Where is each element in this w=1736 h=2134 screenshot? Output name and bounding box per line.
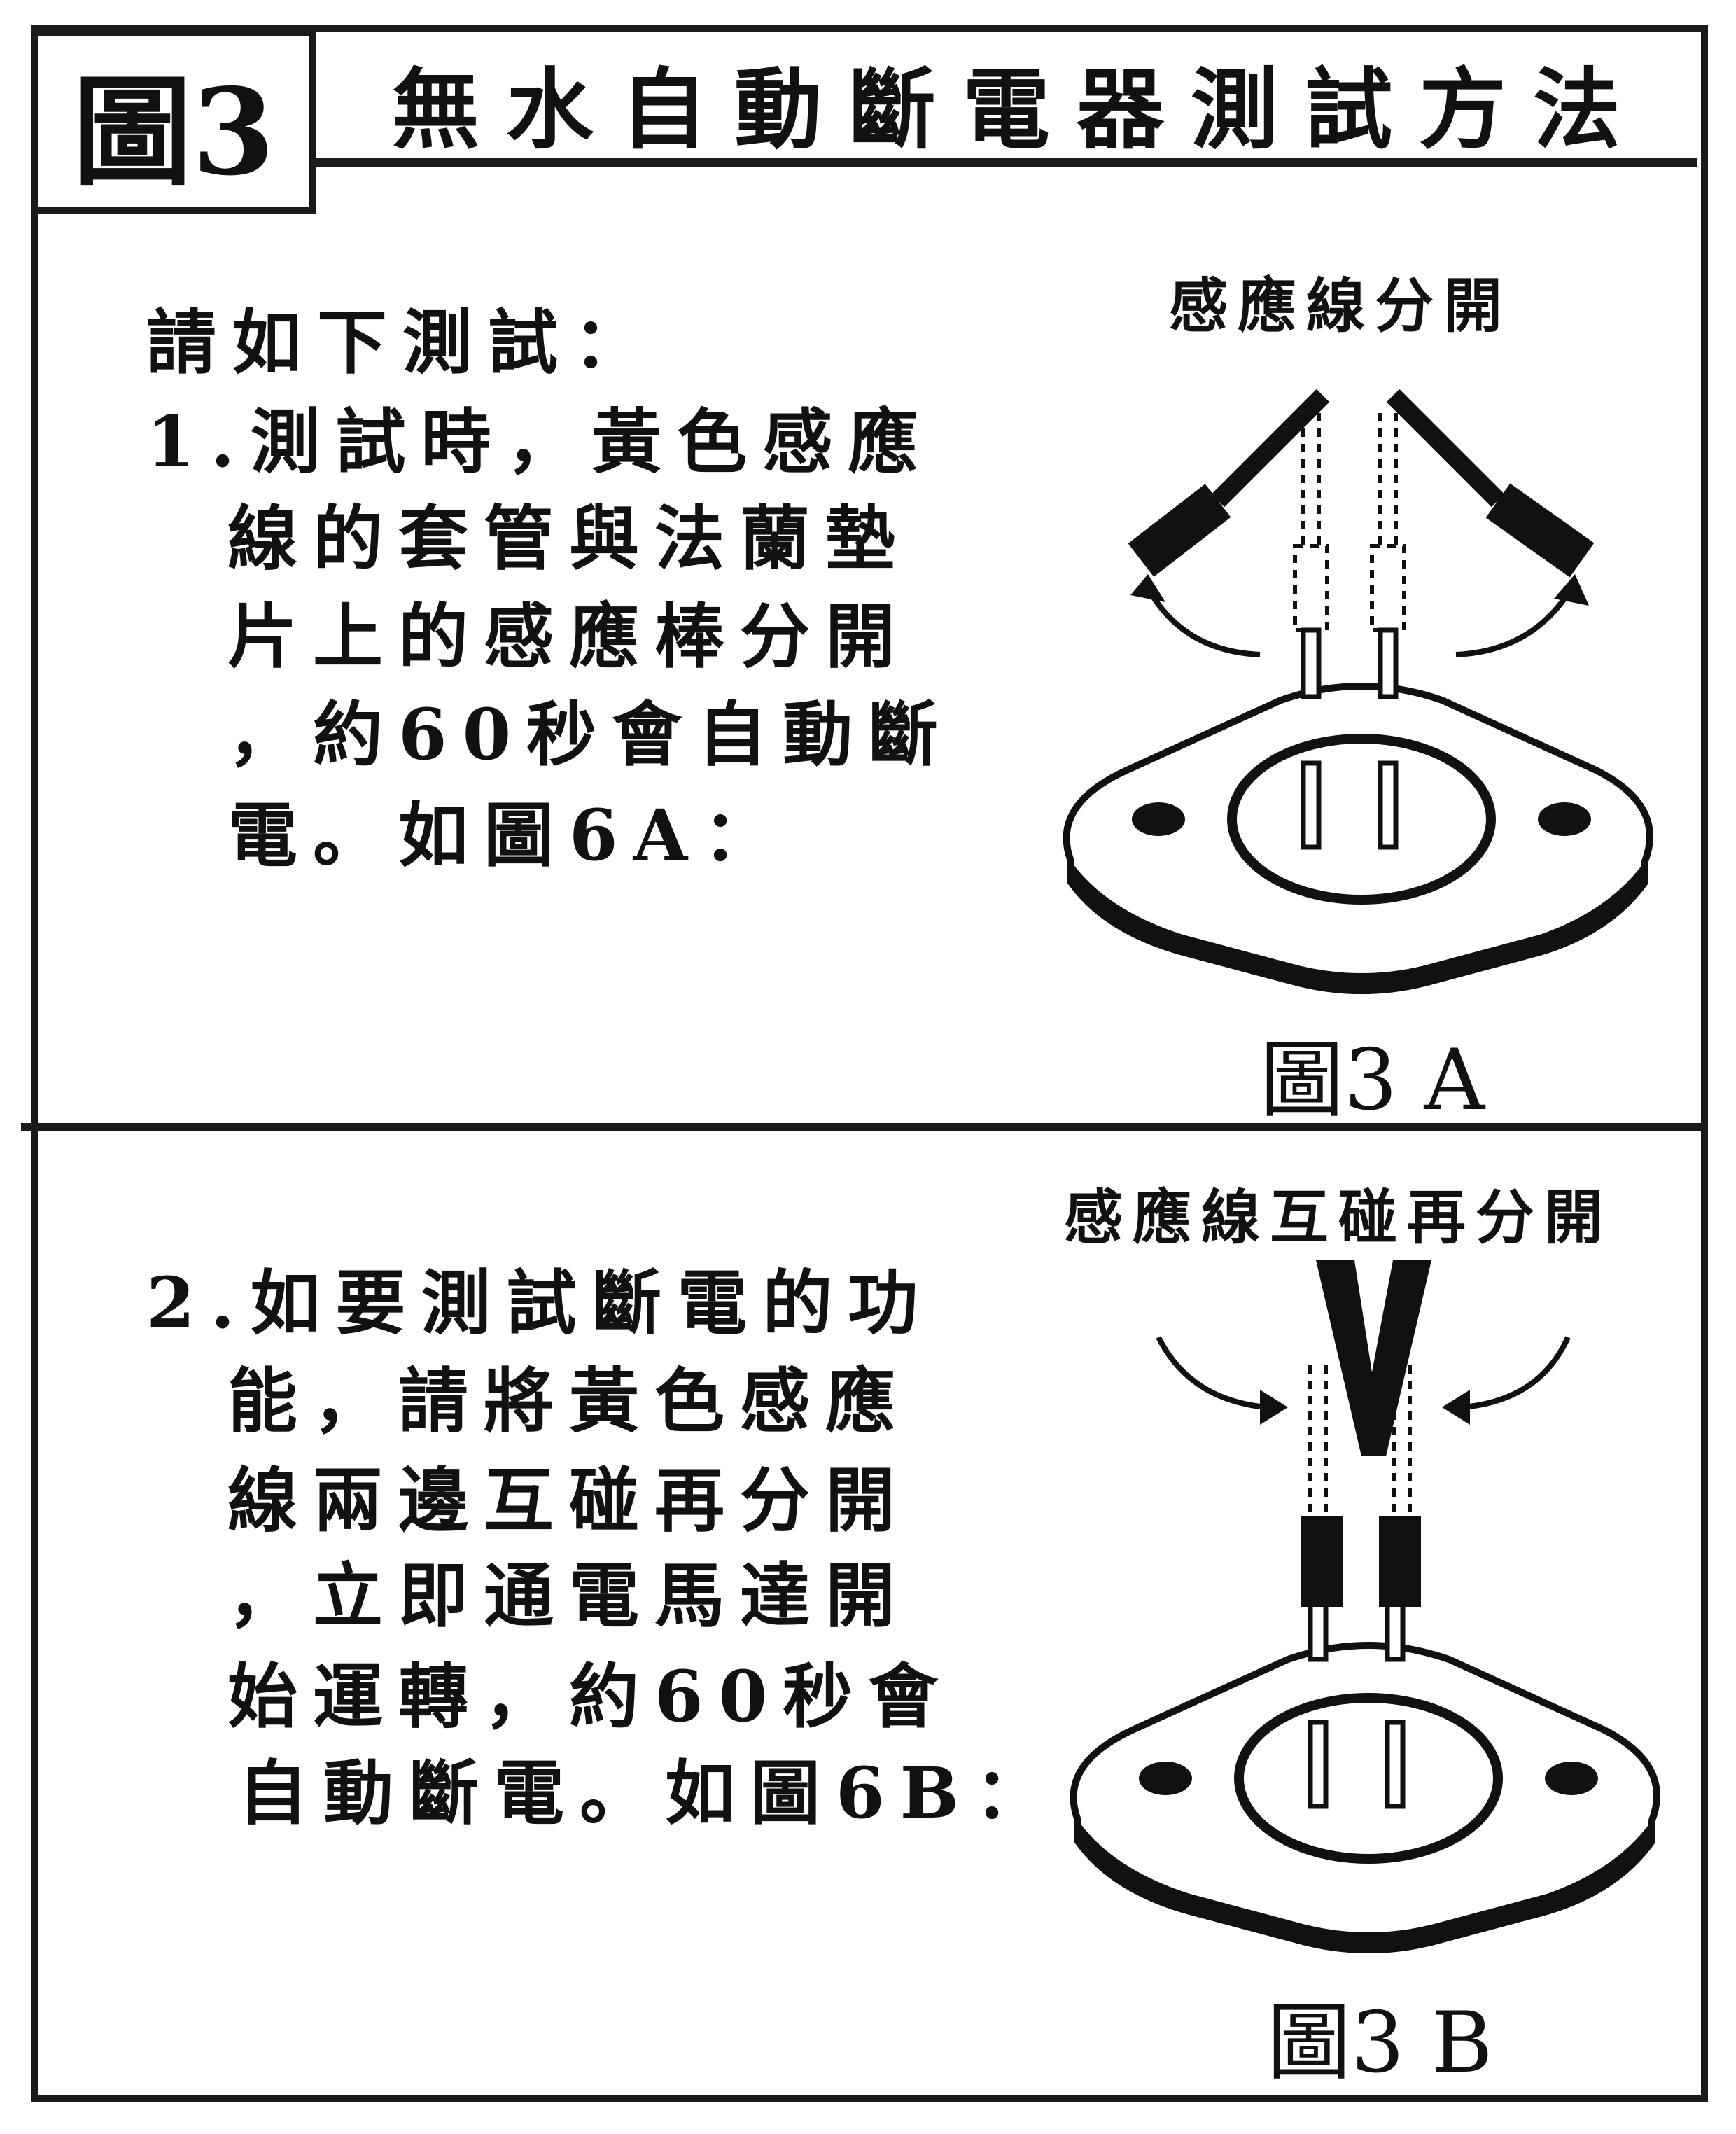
instruction-line: ，約60秒會自動斷 [227, 693, 954, 776]
instruction-line: 自動斷電。如圖6B： [238, 1752, 1060, 1834]
diagram-b-label: 感應線互碰再分開 [1064, 1183, 1614, 1252]
instruction-line: 片上的感應棒分開 [227, 595, 911, 678]
diagram-a-label: 感應線分開 [1169, 271, 1513, 340]
page-title: 無水自動斷電器測試方法 [392, 59, 1647, 161]
flange-diagram-b [1070, 1260, 1660, 1953]
instruction-line: 電。如圖6A： [227, 794, 789, 877]
flange-diagram-a [1063, 389, 1653, 994]
instruction-line: 2.如要測試斷電的功 [146, 1262, 934, 1344]
figure-number: 圖3 [32, 30, 316, 214]
instruction-line: 線的套管與法蘭墊 [227, 497, 911, 580]
instruction-line: 請如下測試： [146, 301, 659, 384]
figure-caption-a: 圖3 A [1260, 1032, 1485, 1129]
instruction-line: 能，請將黃色感應 [227, 1360, 911, 1442]
instruction-line: 始運轉，約60秒會 [227, 1655, 954, 1738]
instruction-line: 線兩邊互碰再分開 [227, 1459, 911, 1542]
instruction-line: ，立即通電馬達開 [227, 1554, 911, 1637]
instruction-line: 1.測試時，黃色感應 [146, 400, 934, 483]
figure-caption-b: 圖3 B [1267, 1995, 1493, 2092]
outer-border [31, 25, 1708, 2102]
